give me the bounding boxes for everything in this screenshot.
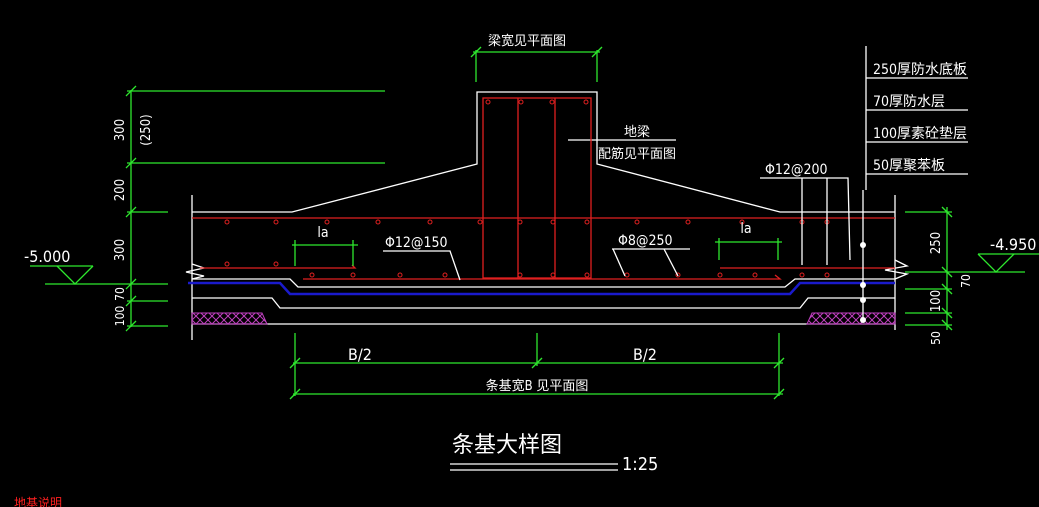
beam-width-note: 梁宽见平面图 [488, 33, 566, 49]
rebar-section-marker [397, 272, 403, 278]
waterproof-layer [188, 281, 895, 296]
rebar-section-marker [273, 261, 279, 267]
rebar-section-marker [477, 219, 483, 225]
lap-dimension-right [715, 238, 782, 260]
rebar-section-marker [634, 219, 640, 225]
rebar-section-marker [624, 272, 630, 278]
rebar-section-marker [427, 219, 433, 225]
rebar-section-marker [442, 272, 448, 278]
rebar-section-marker [739, 219, 745, 225]
rebar-leaders [383, 177, 864, 322]
right-dimension-chain [905, 206, 1025, 331]
elevation-left-label: -5.000 [24, 247, 70, 266]
rebar-section-marker [324, 219, 330, 225]
lap-dimension-left [292, 240, 358, 266]
dim-left-200: 200 [113, 179, 128, 201]
drawing-title: 条基大样图 [452, 433, 562, 458]
rebar-section-marker [685, 219, 691, 225]
rebar-layout [192, 97, 895, 280]
lap-right-label: la [740, 221, 751, 237]
elevation-marker-left [30, 265, 94, 285]
rebar-section-marker [799, 272, 805, 278]
dim-right-250: 250 [929, 232, 944, 254]
layer-legend [865, 46, 968, 190]
rebar-section-marker [224, 219, 230, 225]
layer-1: 250厚防水底板 [873, 62, 967, 78]
elevation-right-label: -4.950 [990, 235, 1036, 254]
rebar-section-marker [675, 272, 681, 278]
rebar-section-marker [518, 99, 524, 105]
rebar-section-marker [752, 272, 758, 278]
rebar-section-marker [517, 219, 523, 225]
dim-right-70: 70 [959, 274, 973, 288]
layer-3: 100厚素砼垫层 [873, 126, 967, 142]
rebar-section-marker [549, 99, 555, 105]
elevation-marker-right [977, 253, 1039, 273]
rebar-dist-label: Φ8@250 [618, 233, 673, 249]
bottom-note-label: 地基说明 [14, 495, 62, 507]
beam-rebar-note: 配筋见平面图 [598, 146, 676, 162]
rebar-section-marker [824, 272, 830, 278]
dim-left-250-alt: (250) [139, 114, 154, 145]
foundation-width-note: 条基宽B 见平面图 [486, 378, 589, 394]
rebar-main-label: Φ12@150 [385, 235, 448, 251]
half-width-left: B/2 [348, 345, 372, 364]
left-dimension-chain [45, 85, 385, 332]
layer-2: 70厚防水层 [873, 94, 945, 110]
foundation-outline [185, 91, 910, 340]
layer-4: 50厚聚苯板 [873, 157, 945, 174]
dim-right-100: 100 [929, 290, 944, 312]
rebar-section-marker [309, 272, 315, 278]
rebar-section-marker [350, 272, 356, 278]
dim-left-300-top: 300 [113, 119, 128, 141]
drawing-scale: 1:25 [622, 454, 658, 475]
rebar-section-marker [584, 272, 590, 278]
foundation-width-dimension [289, 333, 785, 400]
rebar-dots [224, 99, 830, 278]
rebar-section-marker [717, 272, 723, 278]
lap-left-label: la [317, 225, 328, 241]
dim-left-300-base: 300 [113, 239, 128, 261]
beam-label: 地梁 [624, 125, 650, 140]
rebar-section-marker [583, 99, 589, 105]
rebar-section-marker [375, 219, 381, 225]
rebar-section-marker [273, 219, 279, 225]
half-width-right: B/2 [633, 345, 657, 364]
dim-left-70: 70 [113, 287, 127, 301]
rebar-section-marker [584, 219, 590, 225]
rebar-section-marker [550, 219, 556, 225]
rebar-raft-label: Φ12@200 [765, 162, 828, 178]
dim-right-50: 50 [929, 331, 943, 345]
beam-width-dimension [470, 46, 603, 82]
rebar-section-marker [224, 261, 230, 267]
insulation-board-hatch [191, 312, 896, 325]
dim-left-100: 100 [113, 306, 127, 327]
rebar-section-marker [550, 272, 556, 278]
rebar-section-marker [485, 99, 491, 105]
rebar-section-marker [517, 272, 523, 278]
layer-markers [860, 242, 866, 323]
